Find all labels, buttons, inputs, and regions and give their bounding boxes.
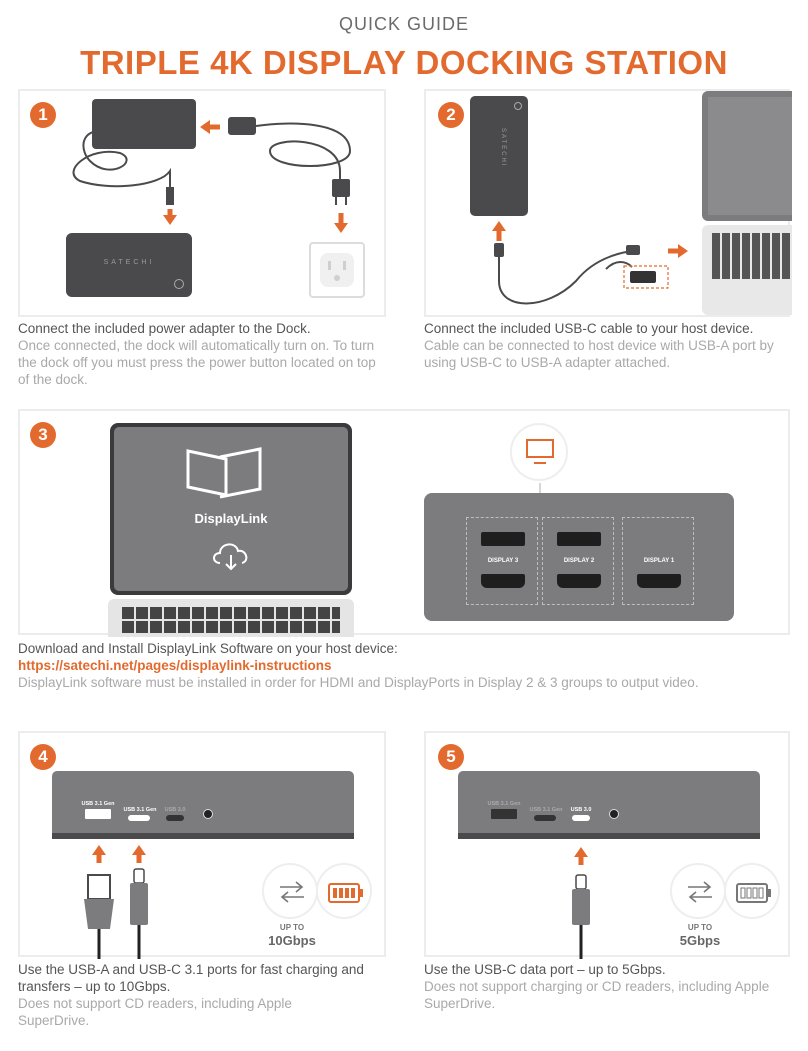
laptop-keyboard (108, 599, 354, 637)
power-adapter (92, 99, 196, 149)
displaylink-logo-icon (186, 447, 262, 499)
usb-c-data-label: USB 3.0 (164, 807, 186, 813)
displayport (557, 532, 601, 546)
display-3-group: DISPLAY 3 (466, 517, 538, 605)
dock-brand: SATECHI (103, 259, 155, 266)
step-5-note: Does not support charging or CD readers,… (424, 979, 770, 1011)
step-4-caption: Use the USB-A and USB-C 3.1 ports for fa… (18, 962, 364, 994)
power-cable-illustration (72, 117, 365, 298)
step-2-panel: 2 SATECHI (424, 89, 792, 317)
step-3-note: DisplayLink software must be installed i… (18, 675, 699, 690)
usb-a-port (491, 809, 517, 819)
laptop-screen: DisplayLink (110, 423, 352, 595)
usb-c-data-port (572, 815, 590, 821)
usb-cable-illustration (492, 221, 688, 305)
display-3-label: DISPLAY 3 (487, 558, 519, 564)
step-3-caption: Download and Install DisplayLink Softwar… (18, 641, 398, 656)
battery-icon-circle (316, 863, 372, 919)
usb-a-port (85, 809, 111, 819)
usb-a-label: USB 3.1 Gen (487, 801, 521, 807)
hdmi-port (637, 574, 681, 588)
display-1-group: DISPLAY 1 (622, 517, 694, 605)
monitor-icon (526, 439, 554, 464)
step-5-caption: Use the USB-C data port – up to 5Gbps. (424, 962, 666, 977)
transfer-arrows-icon (280, 881, 304, 903)
monitor-icon-circle (510, 423, 568, 481)
quick-guide-label: QUICK GUIDE (338, 14, 469, 34)
hdmi-port (557, 574, 601, 588)
usb-c-label: USB 3.1 Gen (529, 807, 563, 813)
dock-base (52, 833, 354, 839)
speed-value: 5Gbps (679, 933, 721, 948)
usb-cable-illustration (572, 847, 590, 959)
audio-jack (203, 809, 213, 819)
step-4-note: Does not support CD readers, including A… (18, 996, 292, 1028)
dock-base (458, 833, 760, 839)
page-title: TRIPLE 4K DISPLAY DOCKING STATION (80, 44, 728, 81)
step-3-badge: 3 (30, 422, 56, 448)
battery-no-charge-icon (736, 883, 771, 903)
step-4-badge: 4 (30, 744, 56, 770)
step-2-note: Cable can be connected to host device wi… (424, 338, 774, 370)
transfer-icon-circle (670, 863, 726, 919)
usb-c-data-port (166, 815, 184, 821)
dock-front (52, 771, 354, 833)
usb-c-data-label: USB 3.0 (570, 807, 592, 813)
step-4-panel: 4 USB 3.1 Gen USB 3.1 Gen USB 3.0 (18, 731, 386, 959)
step-1-badge: 1 (30, 102, 56, 128)
battery-icon-circle (724, 863, 780, 919)
step-2-badge: 2 (438, 102, 464, 128)
displaylink-name: DisplayLink (194, 511, 268, 526)
usb-c-label: USB 3.1 Gen (123, 807, 157, 813)
hdmi-port (481, 574, 525, 588)
cloud-download-icon (213, 543, 248, 571)
step-3-panel: 3 DisplayLink DISPLAY 3 DI (18, 409, 790, 637)
display-1-label: DISPLAY 1 (643, 558, 675, 564)
dock-port-panel (424, 493, 734, 621)
dock-brand: SATECHI (500, 128, 506, 168)
usb-cables-illustration (84, 845, 148, 959)
displayport (481, 532, 525, 546)
laptop-screen (702, 91, 792, 221)
step-2-caption: Connect the included USB-C cable to your… (424, 321, 754, 336)
speed-prefix: UP TO (687, 923, 713, 932)
dock-device: SATECHI (66, 233, 192, 297)
step-1-caption: Connect the included power adapter to th… (18, 321, 311, 336)
step-5-badge: 5 (438, 744, 464, 770)
step-5-panel: 5 USB 3.1 Gen USB 3.1 Gen USB 3.0 UP TO … (424, 731, 790, 959)
speed-prefix: UP TO (279, 923, 305, 932)
audio-jack (609, 809, 619, 819)
speed-value: 10Gbps (268, 933, 316, 948)
display-2-label: DISPLAY 2 (563, 558, 595, 564)
dock-front (458, 771, 760, 833)
usb-a-label: USB 3.1 Gen (81, 801, 115, 807)
displaylink-instructions-link[interactable]: https://satechi.net/pages/displaylink-in… (18, 658, 332, 673)
transfer-icon-circle (262, 863, 318, 919)
step-1-panel: 1 SATECHI (18, 89, 386, 317)
power-button (174, 279, 184, 289)
step-1-note: Once connected, the dock will automatica… (18, 338, 376, 387)
display-2-group: DISPLAY 2 (542, 517, 614, 605)
usb-c-port (128, 815, 150, 821)
laptop-keyboard (702, 225, 792, 315)
battery-charging-icon (328, 883, 363, 903)
dock-device-vertical: SATECHI (470, 96, 528, 216)
transfer-arrows-icon (688, 881, 712, 903)
usb-c-port (534, 815, 556, 821)
power-button (514, 102, 522, 110)
